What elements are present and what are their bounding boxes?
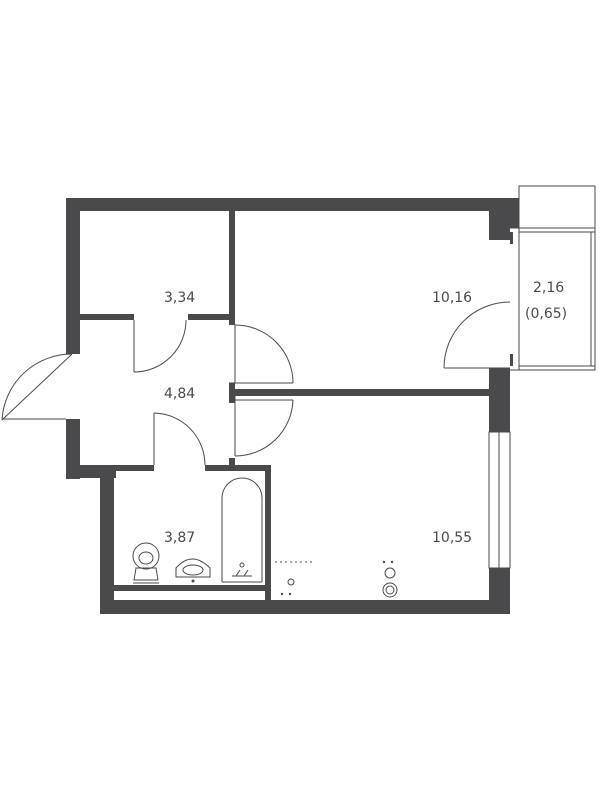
- kitchen-counter: [275, 561, 312, 596]
- wall-bath-bottom-inner: [114, 585, 271, 591]
- area-bathroom: 3,87: [164, 530, 195, 546]
- sink-icon: [175, 558, 211, 583]
- wall-bath-top-left: [80, 465, 154, 471]
- storage-door: [133, 319, 187, 373]
- balcony-door-jamb-bottom: [510, 354, 513, 366]
- doors: [1, 301, 511, 466]
- wall-storage-right: [229, 211, 235, 325]
- area-room-bottom: 10,55: [432, 530, 472, 546]
- wall-bottom: [100, 600, 502, 614]
- room-bottom-door: [229, 396, 294, 457]
- window-right: [488, 431, 511, 569]
- area-balcony: 2,16: [533, 280, 564, 296]
- room-top-door: [229, 324, 294, 384]
- wall-room-partition: [229, 389, 489, 396]
- balcony-door-jamb-top: [510, 232, 513, 244]
- wall-bath-left-outer: [100, 465, 114, 614]
- area-storage: 3,34: [164, 290, 195, 306]
- wall-bath-door-stub: [229, 458, 235, 471]
- wall-right-bottom: [489, 568, 510, 614]
- area-hall: 4,84: [164, 386, 195, 402]
- balcony: [510, 185, 596, 371]
- area-labels: 3,34 4,84 3,87 10,16 10,55 2,16 (0,65): [164, 280, 567, 546]
- wall-bath-top-right: [205, 465, 271, 471]
- toilet-icon: [132, 542, 160, 584]
- area-room-top: 10,16: [432, 290, 472, 306]
- wall-right-jamb: [489, 198, 519, 228]
- wall-left-lower: [66, 419, 80, 479]
- balcony-door: [443, 301, 511, 369]
- interior-walls: [80, 211, 489, 600]
- fixtures: [132, 477, 398, 598]
- wall-storage-bottom-right: [188, 314, 235, 320]
- bathroom-door: [153, 412, 206, 466]
- exterior-walls: [66, 198, 519, 614]
- bathtub-icon: [221, 477, 263, 583]
- entrance-door: [1, 353, 73, 421]
- wall-right-lower: [489, 368, 510, 432]
- wall-left-upper: [66, 198, 80, 354]
- wall-partition-stub: [229, 383, 235, 403]
- wall-storage-bottom-left: [80, 314, 134, 320]
- area-balcony-reduced: (0,65): [525, 306, 567, 322]
- wall-top: [66, 198, 510, 211]
- wall-bath-right: [265, 465, 271, 600]
- stove-icon: [382, 560, 398, 598]
